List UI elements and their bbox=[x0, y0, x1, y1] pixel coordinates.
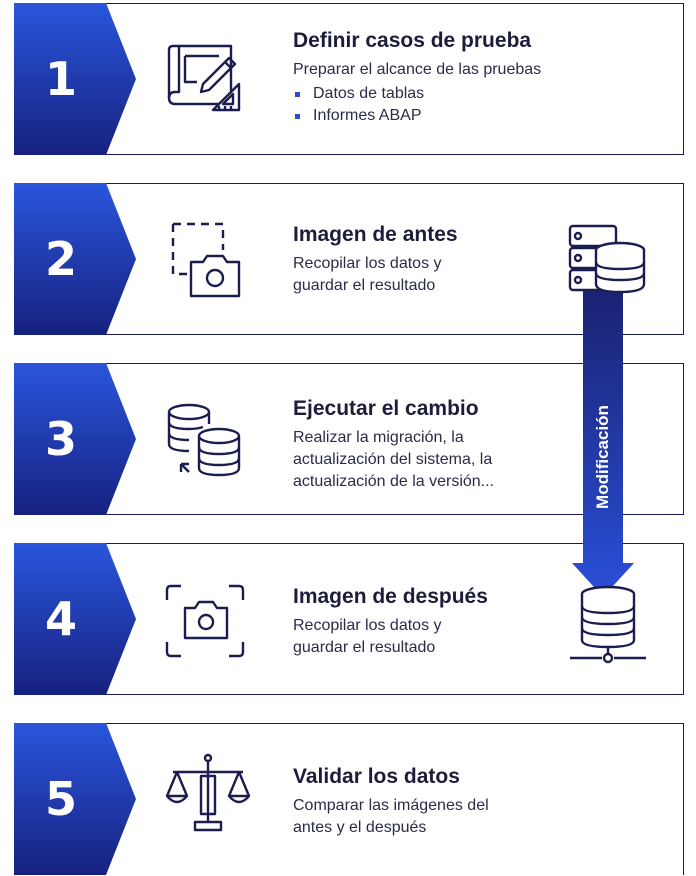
step-2-desc: Recopilar los datos y guardar el resulta… bbox=[293, 255, 442, 294]
list-item: Informes ABAP bbox=[293, 105, 553, 127]
step-2-chevron bbox=[14, 183, 136, 335]
list-item: Datos de tablas bbox=[293, 83, 553, 105]
step-4-title: Imagen de después bbox=[293, 585, 488, 608]
step-4-desc: Recopilar los datos y guardar el resulta… bbox=[293, 617, 442, 656]
step-2-number: 2 bbox=[44, 232, 77, 286]
step-3-chevron bbox=[14, 363, 136, 515]
step-5: 5 Validar los datos Comparar las imágene… bbox=[14, 723, 684, 875]
database-migrate-icon bbox=[167, 403, 241, 477]
step-1-number: 1 bbox=[44, 52, 77, 106]
modification-text: Modificación bbox=[593, 405, 612, 509]
step-4-chevron bbox=[14, 543, 136, 695]
blueprint-pencil-icon bbox=[167, 44, 241, 112]
screenshot-camera-icon bbox=[171, 222, 241, 298]
balance-scale-icon bbox=[165, 753, 251, 832]
step-1-desc: Preparar el alcance de las pruebas bbox=[293, 61, 542, 78]
step-2-title: Imagen de antes bbox=[293, 223, 458, 246]
step-5-number: 5 bbox=[44, 772, 77, 826]
step-3: 3 Ejecutar el cambio Realizar la migraci… bbox=[14, 363, 684, 515]
step-4-number: 4 bbox=[44, 592, 77, 646]
step-3-number: 3 bbox=[44, 412, 77, 466]
modification-arrow bbox=[572, 285, 634, 597]
step-3-desc: Realizar la migración, la actualización … bbox=[293, 429, 494, 490]
network-database-icon bbox=[570, 585, 646, 664]
step-1-chevron bbox=[14, 3, 136, 155]
step-5-chevron bbox=[14, 723, 136, 875]
step-3-title: Ejecutar el cambio bbox=[293, 397, 479, 420]
step-1-bullets: Datos de tablas Informes ABAP bbox=[293, 83, 553, 127]
camera-frame-icon bbox=[165, 584, 245, 658]
step-1: 1 Definir casos de prueba Preparar el al… bbox=[14, 3, 684, 155]
step-5-title: Validar los datos bbox=[293, 765, 460, 788]
server-database-icon bbox=[568, 224, 646, 294]
modification-label: Modificación bbox=[583, 372, 623, 542]
step-1-title: Definir casos de prueba bbox=[293, 29, 532, 52]
step-4: 4 Imagen de después Recopilar los datos … bbox=[14, 543, 684, 695]
step-5-desc: Comparar las imágenes del antes y el des… bbox=[293, 797, 489, 836]
